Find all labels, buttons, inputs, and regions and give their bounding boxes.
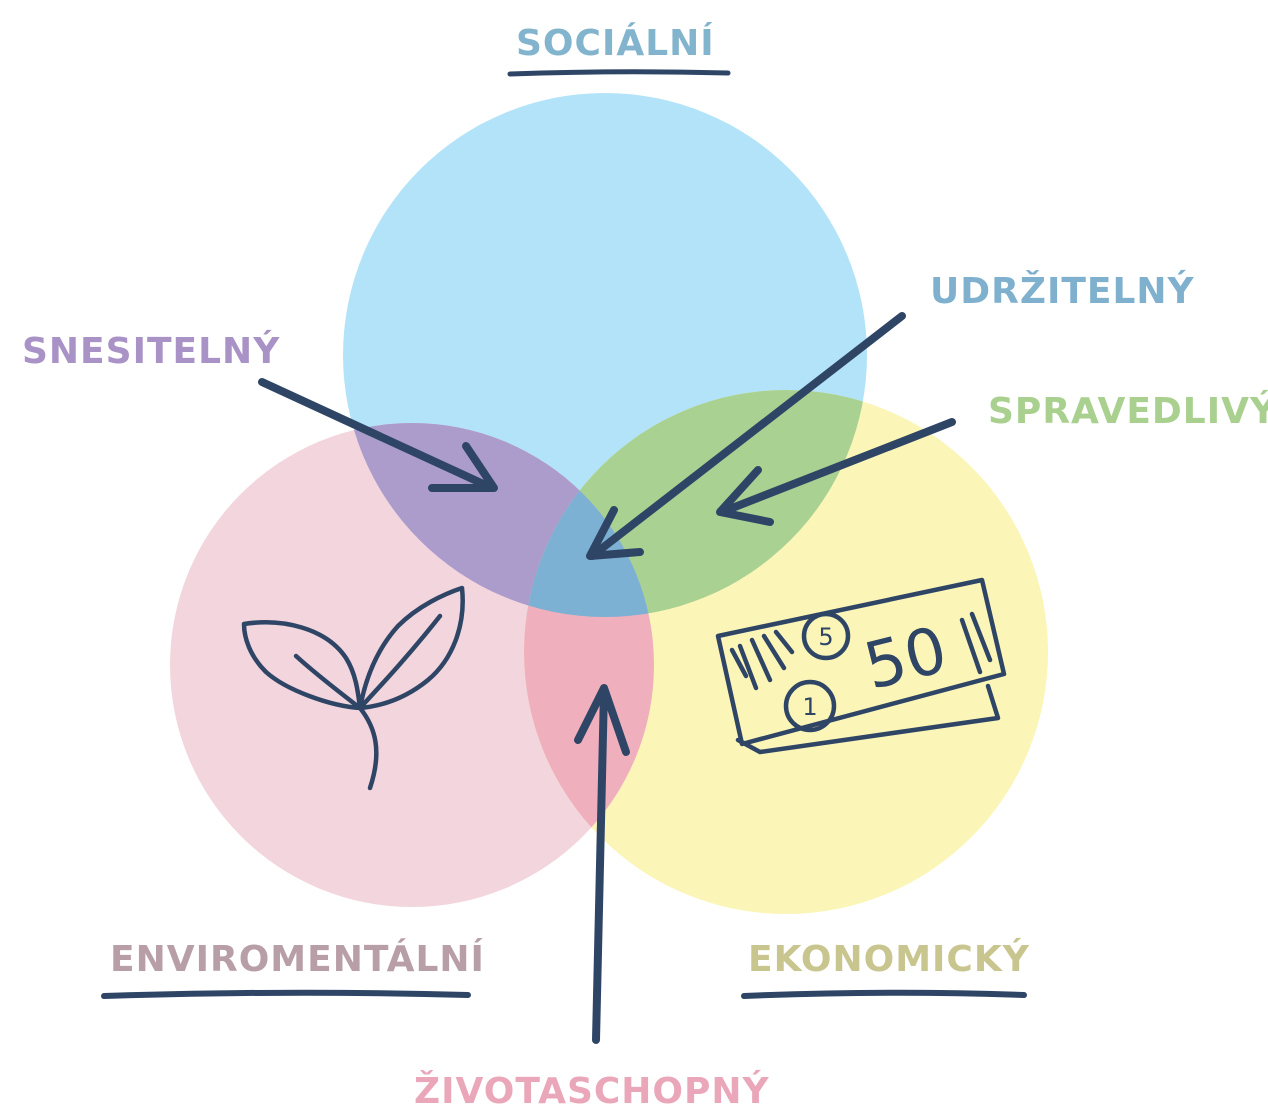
environmental-underline [101,989,471,999]
banknote-coin-top-value: 5 [818,623,833,651]
sustainable-arrow [586,312,906,560]
equitable-arrow [716,418,956,526]
social-environmental-overlap [343,423,654,617]
viable-arrow [574,684,630,1044]
banknote-icon: 5 1 50 [715,577,1007,755]
sustainable-label: UDRŽITELNÝ [930,271,1195,312]
environmental-label: ENVIROMENTÁLNÍ [110,939,485,980]
social-label: SOCIÁLNÍ [516,23,715,64]
social-underline [507,69,731,77]
economic-label: EKONOMICKÝ [748,939,1030,980]
social-economic-overlap [524,390,867,617]
equitable-label: SPRAVEDLIVÝ [988,391,1268,432]
banknote-coin-bottom-value: 1 [802,693,817,721]
bearable-arrow [258,378,498,492]
economic-underline [741,989,1027,999]
banknote-coin-bottom [783,679,837,733]
viable-label: ŽIVOTASCHOPNÝ [414,1071,770,1112]
banknote-coin-top [801,611,851,661]
sprout-icon [241,585,465,791]
bearable-label: SNESITELNÝ [22,331,281,372]
